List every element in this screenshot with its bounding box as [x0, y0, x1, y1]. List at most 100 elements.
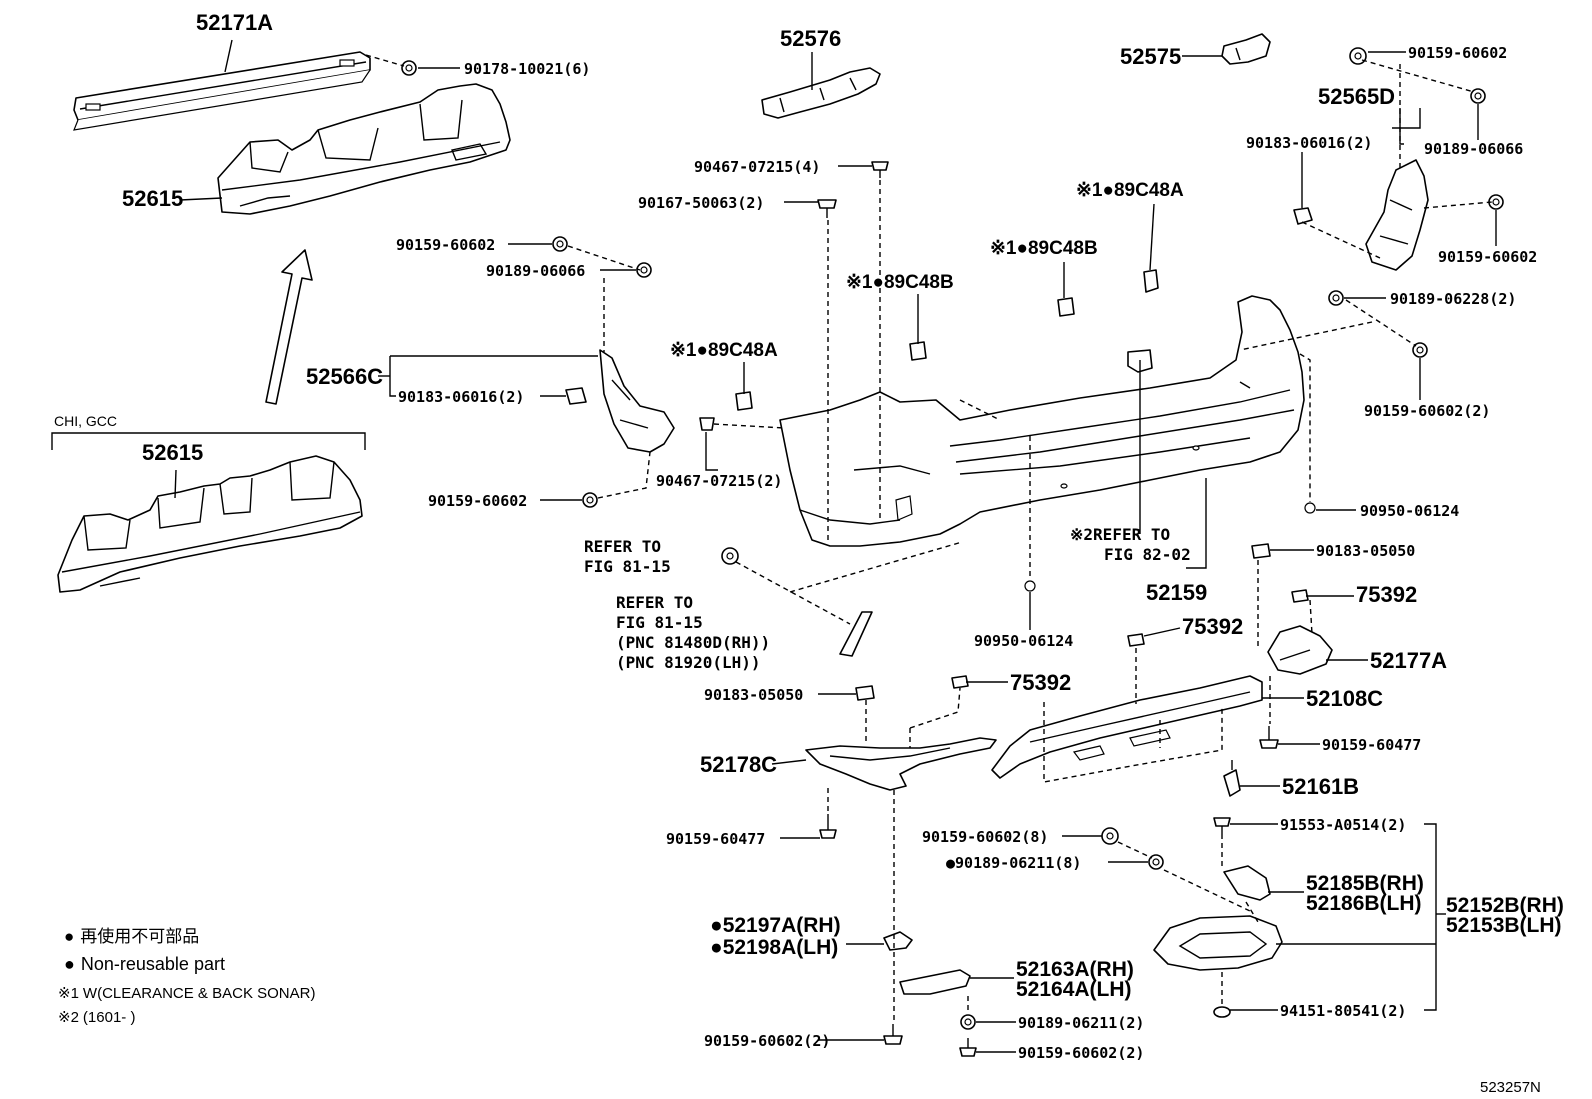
clip-89C48B-left [909, 341, 927, 361]
label-refer1-2: FIG 81-15 [584, 557, 671, 576]
label-90159-2-b: 90159-60602(2) [1018, 1044, 1144, 1062]
exhaust-finisher-52152B [1153, 915, 1283, 971]
label-refer2-3: (PNC 81480D(RH)) [616, 633, 770, 652]
label-52152B: 52152B(RH) [1446, 894, 1564, 917]
label-90159-tr2: 90159-60602 [1438, 248, 1537, 266]
label-52565D: 52565D [1318, 84, 1395, 109]
clip-94151 [1213, 1006, 1231, 1018]
label-52185B: 52185B(RH) [1306, 872, 1424, 895]
label-90189-2-b: 90189-06211(2) [1018, 1014, 1144, 1032]
label-90467-mid: 90467-07215(2) [656, 472, 782, 490]
screw-90159-bl [883, 1024, 903, 1045]
clip-90183-05050-l [855, 685, 875, 701]
label-90183-left: 90183-06016(2) [398, 388, 524, 406]
label-52575: 52575 [1120, 44, 1181, 69]
label-52576: 52576 [780, 26, 841, 51]
label-94151: 94151-80541(2) [1280, 1002, 1406, 1020]
label-90950-r: 90950-06124 [1360, 502, 1459, 520]
label-90159-left2: 90159-60602 [428, 492, 527, 510]
label-52177A: 52177A [1370, 648, 1447, 673]
label-89C48B-mid: ※1●89C48B [990, 238, 1098, 259]
screw-90467-mid [699, 417, 715, 431]
bracket-52565D [1365, 159, 1429, 271]
label-90159-2-r: 90159-60602(2) [1364, 402, 1490, 420]
label-52108C: 52108C [1306, 686, 1383, 711]
label-52198A: ●52198A(LH) [710, 936, 838, 959]
clip-75392-r [1291, 589, 1309, 603]
nut-90189-tr [1470, 88, 1486, 104]
nut-90178 [401, 60, 417, 76]
label-90189-06228: 90189-06228(2) [1390, 290, 1516, 308]
label-89C48A-left: ※1●89C48A [670, 340, 778, 361]
label-52161B: 52161B [1282, 774, 1359, 799]
part-labels: 52171A 90178-10021(6) 52615 CHI, GCC 526… [54, 10, 1564, 1096]
screw-90159-b [959, 1038, 977, 1057]
label-90159-60477-l: 90159-60477 [666, 830, 765, 848]
label-75392-left: 75392 [1010, 670, 1071, 695]
bracket-52177A [1267, 625, 1333, 675]
label-90167: 90167-50063(2) [638, 194, 764, 212]
reinforcement-bar-52171A [73, 51, 371, 131]
direction-arrow [265, 249, 313, 405]
label-90467-top: 90467-07215(4) [694, 158, 820, 176]
label-52197A: ●52197A(RH) [710, 914, 841, 937]
label-refer2-1: REFER TO [616, 593, 693, 612]
nut-90189-8 [1148, 854, 1164, 870]
label-52153B: 52153B(LH) [1446, 914, 1562, 937]
clip-90183-05050-r [1251, 543, 1271, 559]
legend-en: ●Non-reusable part [64, 954, 225, 974]
label-75392-r: 75392 [1356, 582, 1417, 607]
label-52163A: 52163A(RH) [1016, 958, 1134, 981]
legend-jp: ●再使用不可部品 [64, 926, 199, 946]
label-52186B: 52186B(LH) [1306, 892, 1422, 915]
label-refer-fig82-1: ※2REFER TO [1070, 525, 1170, 544]
label-52615-chi: 52615 [142, 440, 203, 465]
label-90950-mid: 90950-06124 [974, 632, 1073, 650]
label-90159-left: 90159-60602 [396, 236, 495, 254]
clip-75392-mid [1127, 633, 1145, 647]
clip-89C48A-top [1143, 269, 1159, 293]
clip-90183-tr [1293, 207, 1313, 225]
label-52171A: 52171A [196, 10, 273, 35]
clip-52575 [1221, 33, 1271, 65]
clip-52161B [1223, 760, 1241, 797]
figure-number: 523257N [1480, 1079, 1541, 1096]
screw-90167 [817, 199, 837, 218]
screw-90159-60477-l [819, 814, 837, 839]
label-refer2-2: FIG 81-15 [616, 613, 703, 632]
nut-90159-tr [1349, 47, 1367, 65]
nut-90159-r [1412, 342, 1428, 358]
legend-note2: ※2(1601- ) [58, 1009, 135, 1026]
dashed-guides [365, 54, 1493, 1022]
label-90159-60477-r: 90159-60477 [1322, 736, 1421, 754]
energy-absorber-52615-top [217, 83, 511, 215]
label-90189-8: ●90189-06211(8) [946, 854, 1081, 872]
bracket-52163A [899, 969, 971, 995]
nut-90189-left [636, 262, 652, 278]
label-refer2-4: (PNC 81920(LH)) [616, 653, 761, 672]
label-90189-left: 90189-06066 [486, 262, 585, 280]
clip-52197A [883, 931, 913, 951]
label-90183-tr: 90183-06016(2) [1246, 134, 1372, 152]
label-52159: 52159 [1146, 580, 1207, 605]
bracket-52185B [1223, 865, 1271, 901]
screw-90159-60477-r [1259, 726, 1279, 749]
label-75392-mid: 75392 [1182, 614, 1243, 639]
rear-bumper-cover-52159 [779, 295, 1305, 547]
label-52615-top: 52615 [122, 186, 183, 211]
lower-cover-52108C [991, 675, 1263, 779]
label-52164A: 52164A(LH) [1016, 978, 1132, 1001]
label-89C48A-top: ※1●89C48A [1076, 180, 1184, 201]
nut-90159-8 [1101, 827, 1119, 845]
label-52178C: 52178C [700, 752, 777, 777]
bracket-52576 [761, 67, 881, 119]
label-chi-gcc: CHI, GCC [54, 413, 117, 429]
reflector-strip [839, 611, 873, 657]
grommet-refer [721, 547, 739, 565]
clip-75392-left [951, 675, 969, 689]
label-90189-tr: 90189-06066 [1424, 140, 1523, 158]
label-90159-8: 90159-60602(8) [922, 828, 1048, 846]
